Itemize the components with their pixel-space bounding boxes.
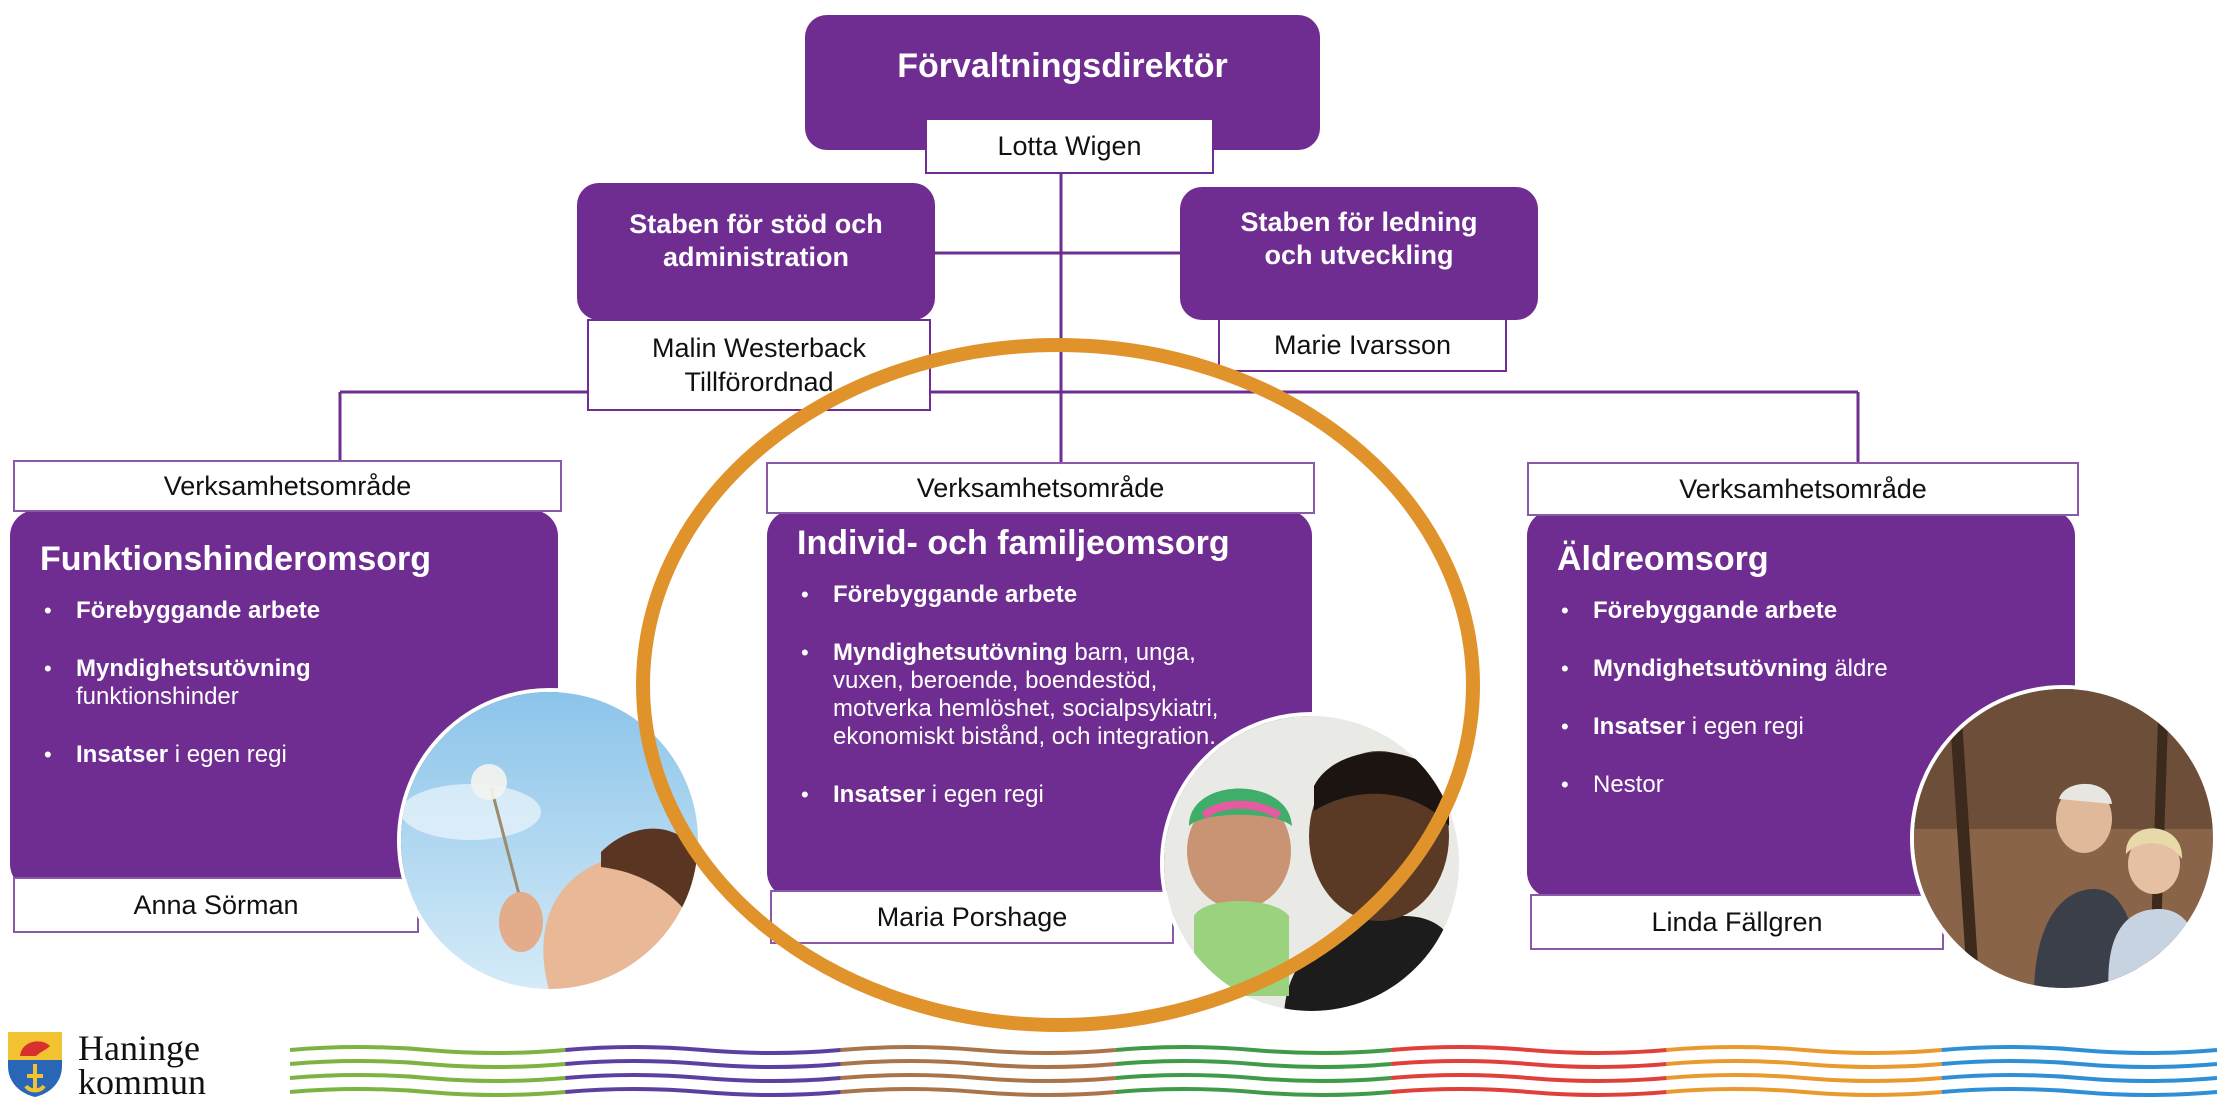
area-disability-care-label-box: Verksamhetsområde: [13, 460, 562, 512]
area-manager-name: Linda Fällgren: [1651, 907, 1823, 937]
wave-line: [1390, 1045, 1667, 1055]
wave-line: [1390, 1059, 1667, 1069]
wave-line: [840, 1059, 1117, 1069]
area-disability-care-manager-box: Anna Sörman: [13, 877, 419, 933]
area-individual-family-care: Individ- och familjeomsorg Förebyggande …: [767, 510, 1312, 898]
wave-line: [290, 1073, 566, 1083]
staff-management-title-2: och utveckling: [1264, 239, 1454, 270]
list-item: Insatser i egen regi: [40, 741, 528, 769]
wave-line: [565, 1087, 841, 1097]
wave-line: [290, 1059, 566, 1069]
wave-line: [1115, 1073, 1392, 1083]
elderly-couple-image: [1914, 689, 2213, 988]
area-individual-family-care-manager-box: Maria Porshage: [770, 890, 1174, 944]
area-disability-care-title: Funktionshinderomsorg: [40, 540, 431, 578]
director-name: Lotta Wigen: [997, 131, 1142, 161]
staff-support-admin-title-1: Staben för stöd och: [629, 208, 883, 239]
area-elderly-care-title: Äldreomsorg: [1557, 540, 1769, 578]
coat-of-arms-icon: [8, 1032, 62, 1097]
staff-management-name-box: Marie Ivarsson: [1218, 318, 1507, 372]
wave-line: [1941, 1087, 2217, 1097]
wave-line: [1115, 1045, 1392, 1055]
area-label: Verksamhetsområde: [1679, 473, 1927, 504]
list-item: Förebyggande arbete: [797, 581, 1287, 609]
list-item: Förebyggande arbete: [1557, 597, 2045, 625]
wave-line: [1666, 1059, 1942, 1069]
list-item: Nestor: [1557, 771, 2045, 799]
staff-support-admin-name-box: Malin Westerback Tillförordnad: [587, 319, 931, 411]
area-label: Verksamhetsområde: [163, 470, 412, 501]
area-label: Verksamhetsområde: [916, 472, 1165, 503]
area-elderly-care-manager-box: Linda Fällgren: [1530, 894, 1944, 950]
staff-management-title-1: Staben för ledning: [1240, 206, 1478, 237]
wave-line: [1666, 1087, 1942, 1097]
wave-line: [840, 1045, 1117, 1055]
staff-management-name: Marie Ivarsson: [1273, 330, 1452, 360]
list-item: Insatser i egen regi: [1557, 713, 2045, 741]
wave-line: [565, 1073, 841, 1083]
director-name-box: Lotta Wigen: [925, 118, 1214, 174]
staff-support-admin-role: Tillförordnad: [684, 367, 834, 397]
area-individual-family-care-label-box: Verksamhetsområde: [766, 462, 1315, 514]
area-individual-family-care-list: Förebyggande arbete Myndighetsutövning b…: [797, 581, 1287, 809]
staff-support-admin-name: Malin Westerback: [651, 333, 867, 363]
wave-line: [840, 1073, 1117, 1083]
area-manager-name: Maria Porshage: [876, 902, 1068, 932]
wave-line: [290, 1045, 566, 1055]
wave-line: [1941, 1073, 2217, 1083]
director-title: Förvaltningsdirektör: [897, 47, 1228, 85]
staff-support-admin-box: Staben för stöd och administration: [577, 183, 935, 320]
logo-text-line1: Haninge: [78, 1028, 200, 1068]
list-item: Förebyggande arbete: [40, 597, 528, 625]
haninge-logo: Haninge kommun: [6, 1030, 266, 1100]
wave-line: [1666, 1073, 1942, 1083]
area-disability-care-list: Förebyggande arbete Myndighetsutövningfu…: [40, 597, 528, 769]
area-elderly-care-list: Förebyggande arbete Myndighetsutövning ä…: [1557, 597, 2045, 799]
list-item: Insatser i egen regi: [797, 781, 1287, 809]
wave-line: [1390, 1087, 1667, 1097]
list-item: Myndighetsutövning barn, unga, vuxen, be…: [797, 639, 1253, 751]
list-item: Myndighetsutövning äldre: [1557, 655, 2045, 683]
wave-line: [1941, 1059, 2217, 1069]
highlight-ellipse: [636, 338, 1480, 1032]
wave-line: [840, 1087, 1117, 1097]
staff-management-box: Staben för ledning och utveckling: [1180, 187, 1538, 320]
photo-elderly-couple: [1910, 685, 2217, 992]
wave-line: [290, 1087, 566, 1097]
wave-line: [1666, 1045, 1942, 1055]
wave-line: [565, 1059, 841, 1069]
wave-line: [1390, 1073, 1667, 1083]
wave-line: [1115, 1059, 1392, 1069]
decorative-waves: [290, 1045, 2217, 1097]
logo-text-line2: kommun: [78, 1062, 207, 1102]
staff-support-admin-title-2: administration: [662, 241, 850, 272]
wave-line: [565, 1045, 841, 1055]
area-elderly-care-label-box: Verksamhetsområde: [1527, 462, 2079, 516]
wave-line: [1115, 1087, 1392, 1097]
wave-line: [1941, 1045, 2217, 1055]
area-manager-name: Anna Sörman: [133, 890, 299, 920]
area-individual-family-care-title: Individ- och familjeomsorg: [797, 524, 1230, 562]
